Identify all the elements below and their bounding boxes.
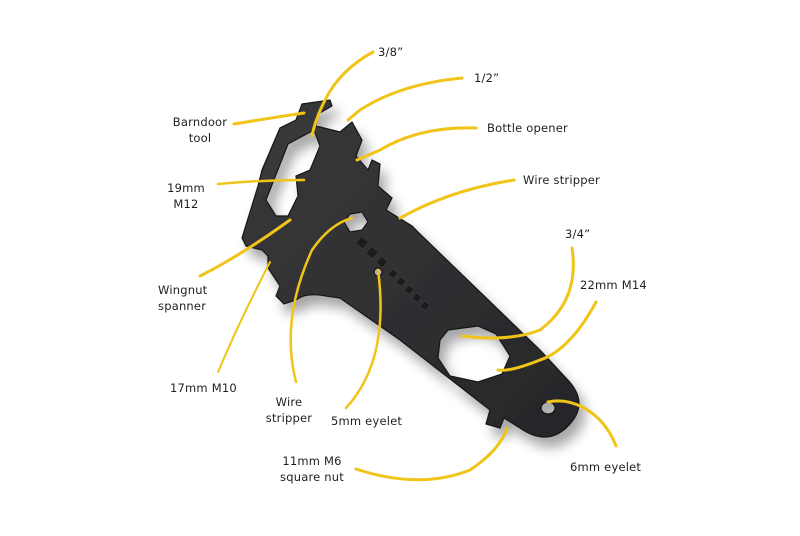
label-half-inch: 1/2” <box>474 71 500 85</box>
label-wire-stripper-top: Wire stripper <box>523 173 600 187</box>
callout-line-19mm <box>216 178 306 186</box>
spanner-body <box>241 99 580 438</box>
callout-line-barndoor <box>232 111 306 126</box>
callout-line-half-inch <box>346 76 464 122</box>
label-wingnut-spanner: Wingnut spanner <box>158 283 208 313</box>
callout-line-wire-stripper-top <box>398 178 516 220</box>
callout-line-three-quarter <box>460 246 575 340</box>
label-22mm-m14: 22mm M14 <box>580 278 647 292</box>
callout-line-bottle-opener <box>355 126 478 162</box>
label-17mm-m10: 17mm M10 <box>170 381 237 395</box>
label-11mm-m6-square-nut: 11mm M6 square nut <box>280 454 344 484</box>
callout-line-wingnut <box>198 218 292 278</box>
callout-line-17mm <box>217 261 271 373</box>
label-6mm-eyelet: 6mm eyelet <box>570 460 642 474</box>
label-5mm-eyelet: 5mm eyelet <box>331 414 403 428</box>
callout-line-6mm-eyelet <box>546 399 618 448</box>
callout-line-three-eighths <box>310 50 375 138</box>
label-wire-stripper-bottom: Wire stripper <box>265 395 313 425</box>
callout-line-wire-stripper-bottom <box>289 216 354 384</box>
brand-engraving <box>355 235 431 312</box>
spanner-tool <box>241 99 580 438</box>
label-19mm-m12: 19mm M12 <box>167 181 205 211</box>
callout-line-22mm <box>496 300 598 372</box>
callout-line-5mm-eyelet <box>344 268 382 410</box>
callout-lines <box>198 50 618 482</box>
callout-line-11mm <box>354 426 509 482</box>
label-bottle-opener: Bottle opener <box>487 121 568 135</box>
label-three-quarter: 3/4” <box>565 227 591 241</box>
label-three-eighths: 3/8” <box>378 45 404 59</box>
label-barndoor-tool: Barndoor tool <box>172 115 228 145</box>
